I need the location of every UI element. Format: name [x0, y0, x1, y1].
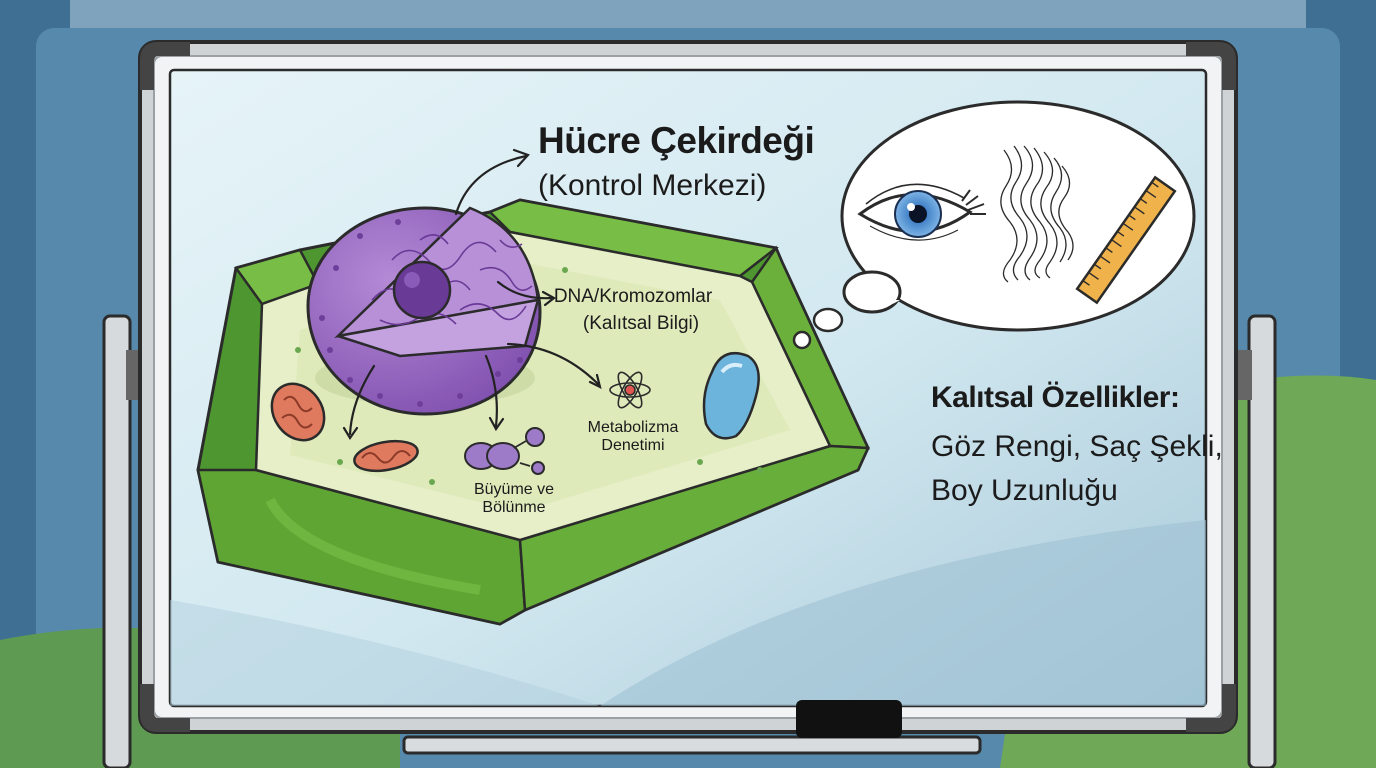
chromatin-strands	[371, 234, 533, 326]
arrow-to-dna	[496, 280, 554, 300]
arrows	[342, 148, 602, 441]
dna-label: DNA/Kromozomlar	[553, 286, 713, 307]
eye-icon	[857, 183, 986, 241]
traits-line2: Boy Uzunluğu	[931, 474, 1118, 507]
metabolism-label-line2: Denetimi	[601, 437, 665, 455]
arrowhead-title	[512, 148, 530, 168]
nucleolus	[392, 260, 452, 320]
mitochondrion-left	[270, 382, 326, 442]
mitochondrion-bottom	[353, 439, 419, 473]
wall-highlight	[265, 497, 481, 595]
metabolism-label: Metabolizma Denetimi	[578, 419, 688, 456]
arrow-to-title	[454, 154, 528, 216]
traits-line1: Göz Rengi, Saç Şekli,	[931, 430, 1223, 463]
frame-corner-tr	[1186, 42, 1236, 90]
frame-corner-bl	[140, 684, 190, 732]
wall-top-panel	[70, 0, 1306, 30]
cytoplasm-granules	[295, 267, 763, 485]
ruler-icon	[1075, 175, 1177, 305]
board-reflection	[600, 520, 1206, 706]
arrow-to-metabolism	[506, 342, 600, 386]
eraser[interactable]	[796, 700, 902, 738]
traits-title: Kalıtsal Özellikler:	[931, 381, 1180, 414]
nucleus-title: Hücre Çekirdeği	[538, 120, 815, 161]
metabolism-label-line1: Metabolizma	[587, 419, 679, 436]
board-reflection-2	[170, 600, 600, 706]
stand-clamp-right	[1236, 350, 1252, 400]
frame-corner-br	[1186, 684, 1236, 732]
atom-icon	[609, 371, 651, 409]
nucleus-subtitle: (Kontrol Merkezi)	[538, 169, 767, 202]
dividing-cell-icon	[464, 427, 545, 475]
dna-sublabel: (Kalıtsal Bilgi)	[582, 313, 700, 334]
vacuole	[702, 352, 760, 440]
nuclear-pores	[319, 219, 523, 407]
cell-wall-top-back	[487, 198, 779, 278]
growth-label-line2: Bölünme	[482, 499, 546, 517]
growth-label-line1: Büyüme ve	[473, 481, 555, 498]
hair-icon	[1000, 145, 1074, 283]
arrow-to-growth	[484, 354, 498, 428]
frame-corner-tl	[140, 42, 190, 90]
stand-leg-right	[1247, 314, 1277, 768]
growth-label: Büyüme ve Bölünme	[459, 481, 569, 518]
nucleolus-highlight	[404, 272, 420, 288]
arrow-to-mitochondrion	[348, 364, 376, 436]
marker-tray	[402, 735, 982, 755]
vacuole-highlight	[720, 362, 743, 374]
stand-leg-left	[102, 314, 132, 768]
